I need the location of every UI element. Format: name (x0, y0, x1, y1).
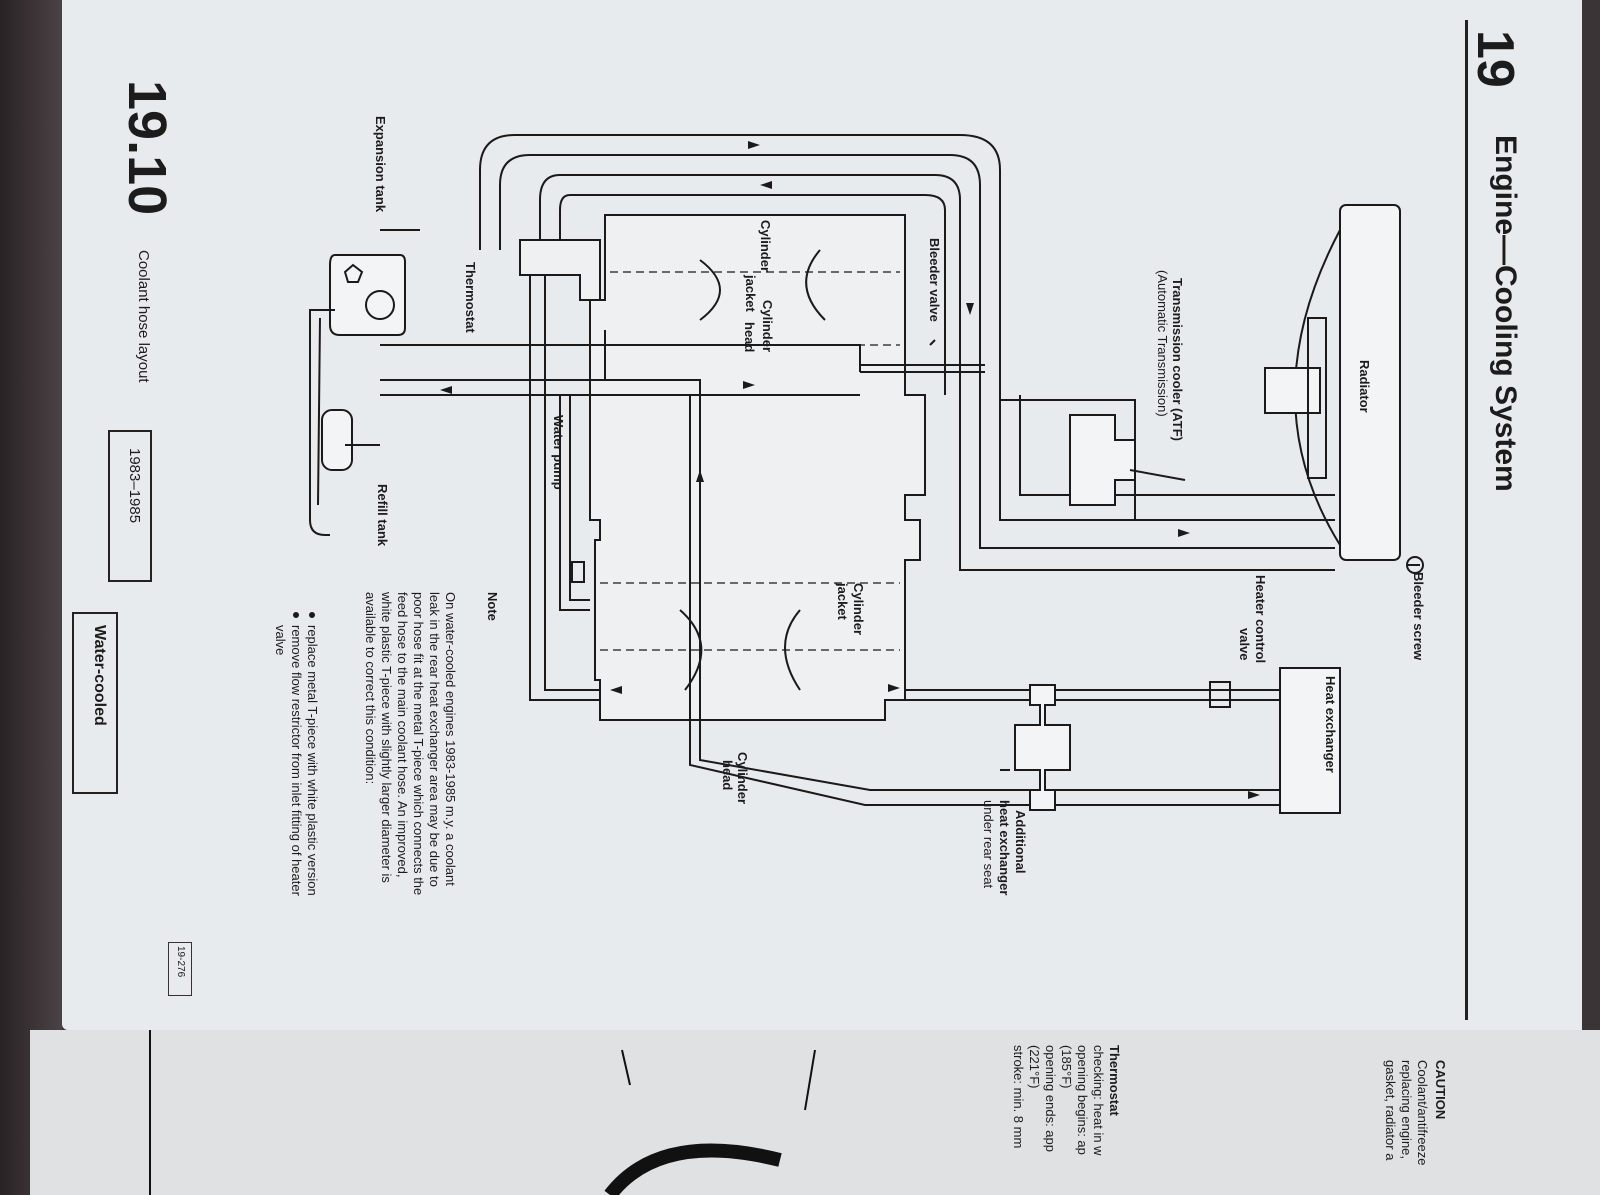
caution-line-1: Coolant/antifreeze (1415, 1060, 1430, 1166)
label-transmission-cooler-2: (Automatic Transmission) (1155, 270, 1170, 417)
thermostat-spec-4: opening ends: app (1043, 1045, 1058, 1152)
label-water-pump: Water pump (551, 415, 566, 490)
central-main-hose (380, 344, 861, 396)
note-bullet-1: replace metal T-piece with white plastic… (305, 625, 320, 896)
radiator-hose-upper (959, 395, 1335, 571)
figure-code-box (168, 942, 192, 996)
label-heat-exchanger: Heat exchanger (1323, 676, 1338, 773)
top-feed-hose-inner (559, 194, 946, 395)
bullet-dot-1 (309, 612, 315, 618)
arrow-7 (696, 470, 704, 482)
radiator-fan-shape (1307, 317, 1327, 479)
thermostat-spec-1: checking: heat in w (1091, 1045, 1106, 1156)
label-cylinder-jacket-right-1: Cylinder (851, 583, 866, 636)
bleeder-valve-hose (860, 364, 985, 373)
top-return-hose-outer (479, 134, 1001, 395)
flow-arc-4 (784, 609, 801, 691)
note-line-6: available to correct this condition: (363, 592, 378, 785)
label-additional-hx-1: Additional (1013, 810, 1028, 874)
facing-page-hose-drawing (604, 1143, 782, 1195)
note-bullet-2-line-1: remove flow restrictor from inlet fittin… (289, 625, 304, 896)
engine-block-shape (589, 214, 926, 721)
header-rule (1465, 20, 1468, 1020)
expansion-tank-pressure-cap (365, 290, 395, 320)
heater-return-hose (905, 689, 1280, 701)
water-pump-hose (559, 395, 590, 611)
arrow-2 (760, 181, 772, 189)
refill-tank-shape (321, 409, 353, 471)
facing-page (30, 1030, 1600, 1195)
arrow-4 (1178, 529, 1190, 537)
note-line-4: feed hose to the main coolant hose. An i… (395, 592, 410, 878)
label-additional-hx-2: heat exchanger (997, 800, 1012, 896)
arrow-10 (1248, 791, 1260, 799)
expansion-tank-cap (343, 263, 364, 283)
label-cylinder-jacket-left-1: Cylinder (758, 220, 773, 273)
label-thermostat: Thermostat (463, 262, 478, 333)
caution-line-3: gasket, radiator a (1383, 1060, 1398, 1161)
flow-arrows (440, 141, 1260, 799)
additional-heat-exchanger-shape (1014, 684, 1071, 811)
label-cylinder-jacket-right-2: jacket (835, 583, 850, 620)
label-additional-hx-3: under rear seat (981, 800, 996, 889)
label-transmission-cooler-1: Transmission cooler (ATF) (1170, 278, 1185, 442)
arrow-3 (966, 303, 974, 315)
note-bullet-2-line-2: valve (273, 625, 288, 656)
arrow-9 (888, 684, 900, 692)
bleeder-screw-shape (1406, 556, 1424, 574)
arrow-5 (440, 386, 452, 394)
label-heater-control-valve-1: Heater control (1253, 575, 1268, 664)
radiator-hose-lower (979, 395, 1335, 549)
type-box (72, 612, 118, 794)
expansion-tank-shape (329, 254, 406, 336)
thermostat-spec-6: stroke: min. 8 mm (1011, 1045, 1026, 1149)
refill-hose (309, 309, 335, 536)
label-bleeder-screw: Bleeder screw (1411, 572, 1426, 661)
flow-arc-1 (699, 259, 721, 321)
arrow-6 (743, 381, 755, 389)
radiator-cap-shape (1264, 367, 1321, 414)
label-radiator: Radiator (1357, 360, 1372, 413)
water-pump-return-hose (529, 245, 600, 701)
heater-feed-hose-inner (689, 395, 1280, 806)
label-cylinder-head-left-1: Cylinder (760, 300, 775, 353)
label-bleeder-valve: Bleeder valve (927, 238, 942, 322)
arrow-1 (748, 141, 760, 149)
heat-exchanger-shape (1279, 667, 1341, 814)
book-spine-shadow (0, 0, 62, 1195)
caution-line-2: replacing engine, (1399, 1060, 1414, 1160)
label-expansion-tank: Expansion tank (373, 116, 388, 213)
label-refill-tank: Refill tank (375, 484, 390, 547)
note-line-5: white plastic T-piece with slightly larg… (379, 592, 394, 883)
label-cylinder-jacket-left-2: jacket (743, 275, 758, 312)
caution-title: CAUTION (1433, 1060, 1448, 1120)
arrow-8 (610, 686, 622, 694)
thermostat-housing-shape (519, 239, 601, 301)
note-line-3: poor hose fit at the metal T-piece which… (411, 592, 426, 896)
thermostat-spec-3: (185°F) (1059, 1045, 1074, 1089)
thermostat-spec-5: (221°F) (1027, 1045, 1042, 1089)
radiator-tank-shape (1339, 204, 1401, 561)
thermostat-spec-2: opening begins: ap (1075, 1045, 1090, 1155)
heater-control-valve-shape (1209, 681, 1231, 708)
transmission-cooler-shape (1069, 414, 1136, 506)
flow-arc-2 (805, 249, 826, 321)
flow-arc-3 (679, 609, 703, 691)
label-heater-control-valve-2: valve (1237, 628, 1252, 661)
years-box (108, 430, 152, 582)
water-pump-shape (575, 330, 606, 381)
note-title: Note (485, 592, 500, 621)
heater-feed-hose-outer (699, 395, 1280, 791)
atf-cooler-hose (1000, 399, 1136, 521)
note-line-2: leak in the rear heat exchanger area may… (427, 592, 442, 887)
thermostat-spec-title: Thermostat (1107, 1045, 1122, 1116)
label-cylinder-head-left-2: head (742, 322, 757, 353)
top-feed-hose-outer (539, 174, 961, 395)
label-cylinder-head-right-2: head (720, 760, 735, 791)
bullet-dot-2 (293, 612, 299, 618)
label-cylinder-head-right-1: Cylinder (735, 752, 750, 805)
top-return-hose-inner (499, 154, 981, 395)
note-line-1: On water-cooled engines 1983-1985 m.y. a… (443, 592, 458, 886)
